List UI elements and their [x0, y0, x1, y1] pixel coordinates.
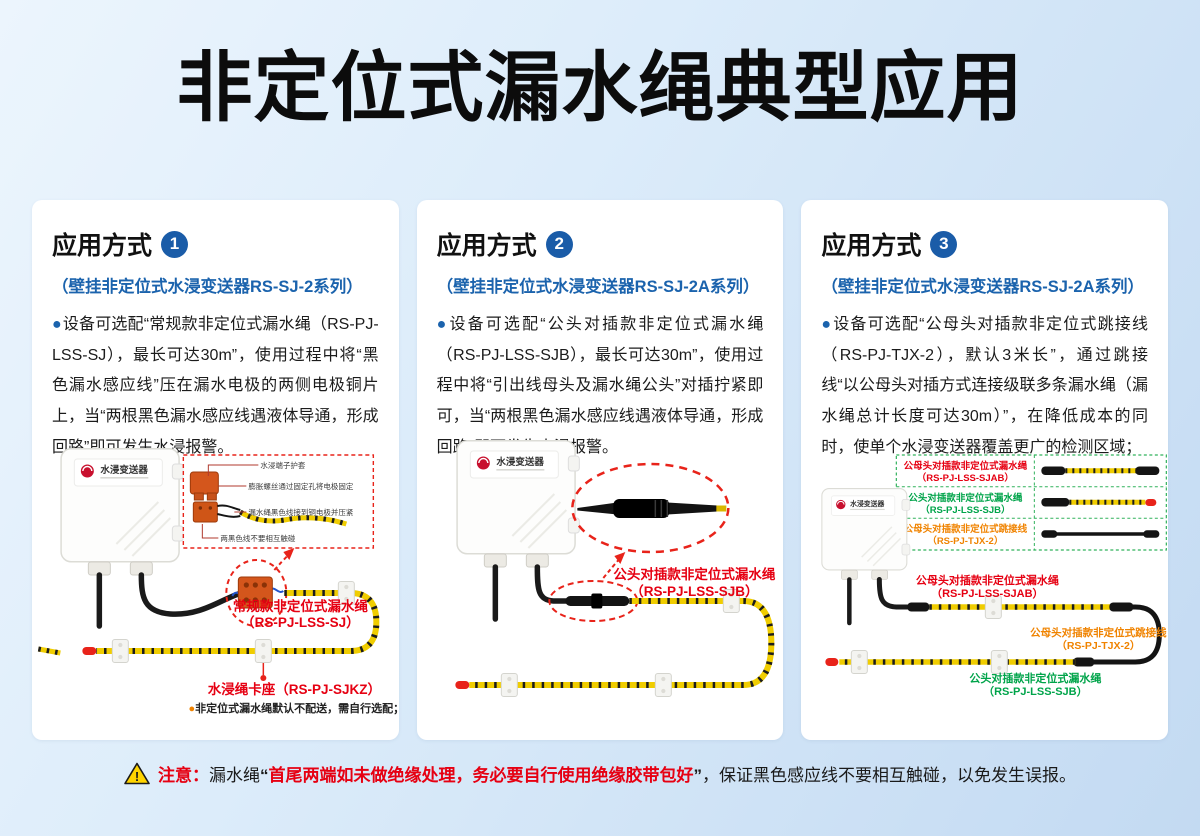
notice-bar: ! 注意：漏水绳“首尾两端如未做绝缘处理，务必要自行使用绝缘胶带包好”，保证黑色…: [0, 761, 1200, 786]
pointer-dot: [260, 675, 267, 681]
svg-text:水浸绳卡座（RS-PJ-SJKZ）: 水浸绳卡座（RS-PJ-SJKZ）: [208, 681, 381, 697]
terminal-cover: [189, 471, 219, 495]
card1-diagram: 水浸端子护套 膨胀螺丝通过固定孔将电极固定 漏水绳黑色线接到铜电极并压紧 两黑色…: [37, 447, 399, 715]
card2-title: 应用方式: [436, 232, 537, 260]
jumper-connector: [1073, 657, 1095, 667]
zoom-ellipse: [570, 462, 730, 554]
bullet-icon: ●: [436, 316, 449, 333]
device-cable: [877, 577, 915, 610]
leak-rope-sjab: [907, 602, 1134, 612]
card2-diagram-labels: 公头对插款非定位式漏水绳 （RS-PJ-LSS-SJB）: [613, 566, 775, 599]
svg-text:!: !: [135, 769, 139, 784]
leader-lines: [201, 464, 259, 539]
warning-triangle-icon: !: [124, 762, 150, 785]
svg-text:公头对插款非定位式漏水绳: 公头对插款非定位式漏水绳: [970, 671, 1102, 685]
arrowhead: [283, 548, 295, 560]
card3-number-badge: 3: [930, 230, 958, 258]
svg-text:膨胀螺丝通过固定孔将电极固定: 膨胀螺丝通过固定孔将电极固定: [248, 481, 353, 491]
svg-text:公母头对插款非定位式漏水绳: 公母头对插款非定位式漏水绳: [904, 460, 1028, 472]
leak-rope: [455, 598, 775, 689]
svg-text:公头对插款非定位式漏水绳: 公头对插款非定位式漏水绳: [909, 492, 1024, 504]
notice-highlight: 首尾两端如未做绝缘处理，务必要自行使用绝缘胶带包好: [268, 766, 694, 785]
card-application-1: 应用方式 1 （壁挂非定位式水浸变送器RS-SJ-2系列） ●设备可选配“常规款…: [32, 200, 399, 740]
card1-series: （壁挂非定位式水浸变送器RS-SJ-2系列）: [52, 278, 363, 296]
arrowhead: [614, 552, 626, 564]
card3-diagram: 公母头对插款非定位式漏水绳 （RS-PJ-LSS-SJAB） 公头对插款非定位式…: [821, 454, 1168, 698]
card2-number-badge: 2: [545, 230, 573, 258]
male-plug-connector-zoom: [577, 499, 727, 518]
card3-title: 应用方式: [821, 232, 922, 260]
page-title: 非定位式漏水绳典型应用: [176, 46, 1024, 131]
card1-header: 应用方式 1: [52, 226, 379, 262]
svg-text:常规款非定位式漏水绳: 常规款非定位式漏水绳: [233, 598, 368, 614]
svg-text:（RS-PJ-LSS-SJB）: （RS-PJ-LSS-SJB）: [630, 584, 758, 599]
svg-text:（RS-PJ-LSS-SJB）: （RS-PJ-LSS-SJB）: [921, 504, 1011, 516]
callout-labels: 水浸端子护套 膨胀螺丝通过固定孔将电极固定 漏水绳黑色线接到铜电极并压紧 两黑色…: [220, 460, 353, 543]
svg-text:（RS-PJ-LSS-SJB）: （RS-PJ-LSS-SJB）: [983, 685, 1088, 698]
leak-rope: [37, 590, 380, 656]
card-application-3: 应用方式 3 （壁挂非定位式水浸变送器RS-SJ-2A系列） ●设备可选配“公母…: [801, 200, 1169, 740]
svg-text:（RS-PJ-TJX-2）: （RS-PJ-TJX-2）: [1057, 639, 1141, 652]
callout-arrow: [273, 554, 290, 571]
svg-text:（RS-PJ-LSS-SJ）: （RS-PJ-LSS-SJ）: [241, 615, 360, 630]
card2-header: 应用方式 2: [437, 226, 764, 262]
card-application-2: 应用方式 2 （壁挂非定位式水浸变送器RS-SJ-2A系列） ●设备可选配“公头…: [416, 200, 784, 740]
inline-connector: [565, 593, 630, 609]
terminal-callout-box: 水浸端子护套 膨胀螺丝通过固定孔将电极固定 漏水绳黑色线接到铜电极并压紧 两黑色…: [182, 454, 375, 549]
card1-title: 应用方式: [52, 232, 153, 260]
svg-text:●非定位式漏水绳默认不配送，需自行选配；: ●非定位式漏水绳默认不配送，需自行选配；: [189, 701, 399, 715]
product-table-labels: 公母头对插款非定位式漏水绳 （RS-PJ-LSS-SJAB） 公头对插款非定位式…: [904, 460, 1028, 547]
device-cable: [138, 572, 242, 617]
card1-body: ●设备可选配“常规款非定位式漏水绳（RS-PJ-LSS-SJ），最长可达30m”…: [52, 316, 379, 456]
jumper-cable: [1093, 604, 1163, 665]
card1-number-badge: 1: [161, 230, 189, 258]
product-table: 公母头对插款非定位式漏水绳 （RS-PJ-LSS-SJAB） 公头对插款非定位式…: [896, 454, 1168, 551]
svg-text:（RS-PJ-LSS-SJAB）: （RS-PJ-LSS-SJAB）: [917, 472, 1014, 484]
svg-text:（RS-PJ-LSS-SJAB）: （RS-PJ-LSS-SJAB）: [931, 587, 1043, 600]
svg-text:（RS-PJ-TJX-2）: （RS-PJ-TJX-2）: [928, 535, 1004, 547]
svg-text:漏水绳黑色线接到铜电极并压紧: 漏水绳黑色线接到铜电极并压紧: [248, 507, 353, 517]
bullet-icon: ●: [52, 316, 62, 333]
svg-text:公母头对插款非定位式漏水绳: 公母头对插款非定位式漏水绳: [916, 573, 1059, 587]
card2-diagram: 公头对插款非定位式漏水绳 （RS-PJ-LSS-SJB）: [455, 439, 776, 697]
terminal-block: [192, 501, 218, 523]
card3-series: （壁挂非定位式水浸变送器RS-SJ-2A系列）: [821, 278, 1145, 296]
device-cable: [534, 564, 570, 604]
svg-text:水浸端子护套: 水浸端子护套: [260, 460, 305, 470]
card2-series: （壁挂非定位式水浸变送器RS-SJ-2A系列）: [436, 278, 760, 296]
svg-text:两黑色线不要相互触碰: 两黑色线不要相互触碰: [220, 533, 295, 543]
card3-header: 应用方式 3: [821, 226, 1148, 262]
notice-label: 注意：: [158, 766, 209, 785]
notice-text: 注意：漏水绳“首尾两端如未做绝缘处理，务必要自行使用绝缘胶带包好”，保证黑色感应…: [158, 766, 1076, 785]
bullet-icon: ●: [821, 316, 833, 333]
svg-text:公头对插款非定位式漏水绳: 公头对插款非定位式漏水绳: [613, 566, 775, 582]
card1-diagram-labels: 常规款非定位式漏水绳 （RS-PJ-LSS-SJ） 水浸绳卡座（RS-PJ-SJ…: [189, 598, 399, 715]
leak-rope-sjb: [825, 658, 1076, 666]
svg-text:公母头对插款非定位式跳接线: 公母头对插款非定位式跳接线: [1030, 626, 1167, 639]
terminal-connector: [231, 576, 284, 609]
card3-body: ●设备可选配“公母头对插款非定位式跳接线（RS-PJ-TJX-2），默认3米长”…: [821, 316, 1149, 456]
svg-text:公母头对插款非定位式跳接线: 公母头对插款非定位式跳接线: [904, 523, 1028, 535]
product-table-images: [1041, 466, 1160, 538]
application-cards: 应用方式 1 （壁挂非定位式水浸变送器RS-SJ-2系列） ●设备可选配“常规款…: [32, 200, 1169, 740]
card3-diagram-labels: 公母头对插款非定位式漏水绳 （RS-PJ-LSS-SJAB） 公母头对插款非定位…: [916, 573, 1167, 698]
